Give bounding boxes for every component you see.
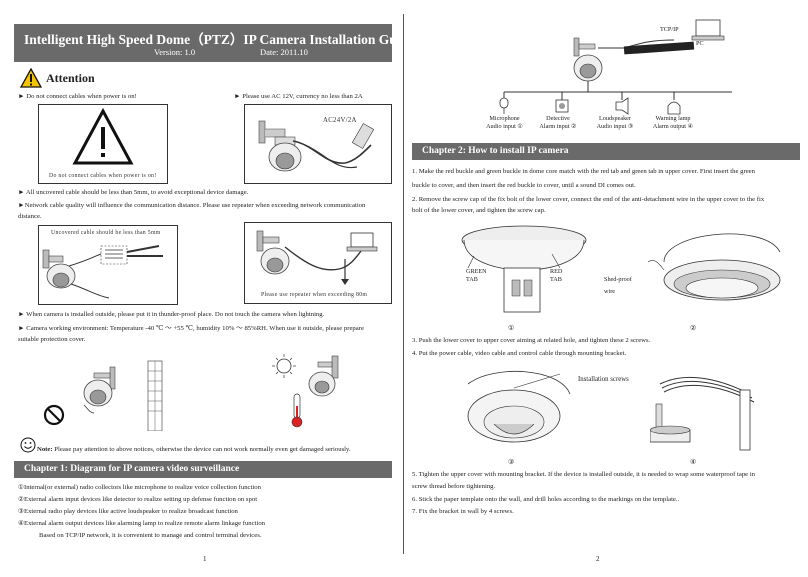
device-num: ① xyxy=(517,123,523,130)
attention-label: Attention xyxy=(46,71,95,85)
figure-4-number: ④ xyxy=(690,458,697,466)
figure-3-number: ③ xyxy=(508,458,515,466)
document-title: Intelligent High Speed Dome（PTZ）IP Camer… xyxy=(24,32,415,47)
mounting-bracket-figure xyxy=(650,376,755,451)
device-name: Loudspeaker xyxy=(599,115,631,122)
device-name: Microphone xyxy=(489,115,520,122)
power-supply-figure: AC24V/2A xyxy=(244,104,392,184)
tcpip-label: TCP/IP xyxy=(660,26,679,33)
step-2-line-1: 2. Remove the screw cap of the fix bolt … xyxy=(412,196,765,203)
device-warning-lamp: Warning lamp Alarm output ④ xyxy=(648,115,698,131)
page-divider xyxy=(403,14,404,554)
green-tab-label: GREEN TAB xyxy=(466,268,487,283)
lightning-warning-illustration xyxy=(43,360,163,431)
sun-temperature-illustration xyxy=(272,354,339,428)
page-number: 1 xyxy=(203,555,207,563)
warning-icon xyxy=(20,68,42,88)
dome-core-buckle-figure xyxy=(461,225,587,313)
env-note-1: ► When camera is installed outside, plea… xyxy=(18,311,325,318)
step-4: 4. Put the power cable, video cable and … xyxy=(412,350,627,357)
date: Date: 2011.10 xyxy=(260,47,308,57)
power-warning-figure: Do not connect cables when power is on! xyxy=(38,104,168,184)
cable-note-1: ► All uncovered cable should be less tha… xyxy=(18,189,249,196)
right-page: TCP/IP PC Microphone Audio input ① Detec… xyxy=(404,0,808,577)
chapter1-item-4: ④External alarm output devices like alar… xyxy=(18,520,266,527)
cable-length-figure: Uncovered cable should be less than 5mm xyxy=(38,225,178,305)
device-port: Audio input xyxy=(596,123,627,130)
cable-length-caption: Uncovered cable should be less than 5mm xyxy=(51,230,161,236)
note-text: Please pay attention to above notices, o… xyxy=(52,446,351,453)
dome-camera-cable-illustration xyxy=(42,245,163,299)
env-note-2: ► Camera working environment: Temperatur… xyxy=(18,325,364,332)
page-number: 2 xyxy=(596,555,600,563)
chapter1-item-1: ①Internal(or external) radio collectors … xyxy=(18,484,261,491)
repeater-figure: Please use repeater when exceeding 80m xyxy=(244,222,392,304)
dome-camera-power-illustration xyxy=(258,120,375,172)
step-6: 6. Stick the paper template onto the wal… xyxy=(412,496,680,503)
installation-screws-label: Installation screws xyxy=(578,376,629,383)
step-1-line-1: 1. Make the red buckle and green buckle … xyxy=(412,168,755,175)
repeater-caption: Please use repeater when exceeding 80m xyxy=(261,292,368,298)
surveillance-network-diagram xyxy=(499,19,732,115)
env-note-2-cont: suitable protection cover. xyxy=(18,336,86,343)
smiley-icon xyxy=(20,437,36,453)
step-1-line-2: buckle to cover, and then insert the red… xyxy=(412,182,636,189)
shed-proof-wire-figure xyxy=(647,233,781,301)
left-page: Intelligent High Speed Dome（PTZ）IP Camer… xyxy=(14,24,414,563)
device-num: ③ xyxy=(627,123,634,130)
warning-triangle-icon xyxy=(72,107,134,165)
figure-2-number: ② xyxy=(690,324,697,332)
device-port: Audio input xyxy=(486,123,516,130)
note-label: Note: xyxy=(37,446,53,453)
chapter1-heading: Chapter 1: Diagram for IP camera video s… xyxy=(14,461,392,478)
device-loudspeaker: Loudspeaker Audio input ③ xyxy=(590,115,640,131)
device-microphone: Microphone Audio input ① xyxy=(482,115,527,131)
chapter1-item-2: ②External alarm input devices like detec… xyxy=(18,496,258,503)
shed-proof-label: Shed-proof wire xyxy=(604,276,632,295)
device-num: ② xyxy=(571,123,577,130)
lower-cover-screw-figure xyxy=(467,370,571,443)
red-tab-label: RED TAB xyxy=(550,268,563,283)
device-name: Detective xyxy=(546,115,570,122)
note: Note: Please pay attention to above noti… xyxy=(37,445,351,456)
figure-1-number: ① xyxy=(508,324,515,332)
cable-note-2-cont: distance. xyxy=(18,213,42,220)
device-name: Warning lamp xyxy=(655,115,691,122)
attention-item-2: ► Please use AC 12V, currency no less th… xyxy=(234,93,363,100)
device-num: ④ xyxy=(687,123,694,130)
chapter1-item-3: ③External radio play devices like active… xyxy=(18,508,238,515)
step-5-line-1: 5. Tighten the upper cover with mounting… xyxy=(412,471,756,478)
device-port: Alarm output xyxy=(652,123,687,130)
chapter2-heading: Chapter 2: How to install IP camera xyxy=(412,143,800,160)
device-detective: Detective Alarm input ② xyxy=(534,115,582,131)
power-warning-caption: Do not connect cables when power is on! xyxy=(49,173,157,179)
device-port: Alarm input xyxy=(539,123,570,130)
step-3: 3. Push the lower cover to upper cover a… xyxy=(412,337,651,344)
step-5-line-2: screw thread before tightening. xyxy=(412,483,496,490)
step-7: 7. Fix the bracket in wall by 4 screws. xyxy=(412,508,514,515)
chapter1-summary: Based on TCP/IP network, it is convenien… xyxy=(39,532,262,539)
cable-note-2: ►Network cable quality will influence th… xyxy=(18,202,366,209)
title-bar: Intelligent High Speed Dome（PTZ）IP Camer… xyxy=(14,24,414,62)
pc-label: PC xyxy=(696,40,704,47)
dome-camera-network-illustration xyxy=(256,230,378,285)
version: Version: 1.0 xyxy=(154,47,196,57)
step-2-line-2: bolt of the lower cover, and tighten the… xyxy=(412,207,546,214)
attention-item-1: ► Do not connect cables when power is on… xyxy=(18,93,137,100)
attention-heading: Attention xyxy=(20,68,110,88)
power-spec-label: AC24V/2A xyxy=(323,117,357,124)
